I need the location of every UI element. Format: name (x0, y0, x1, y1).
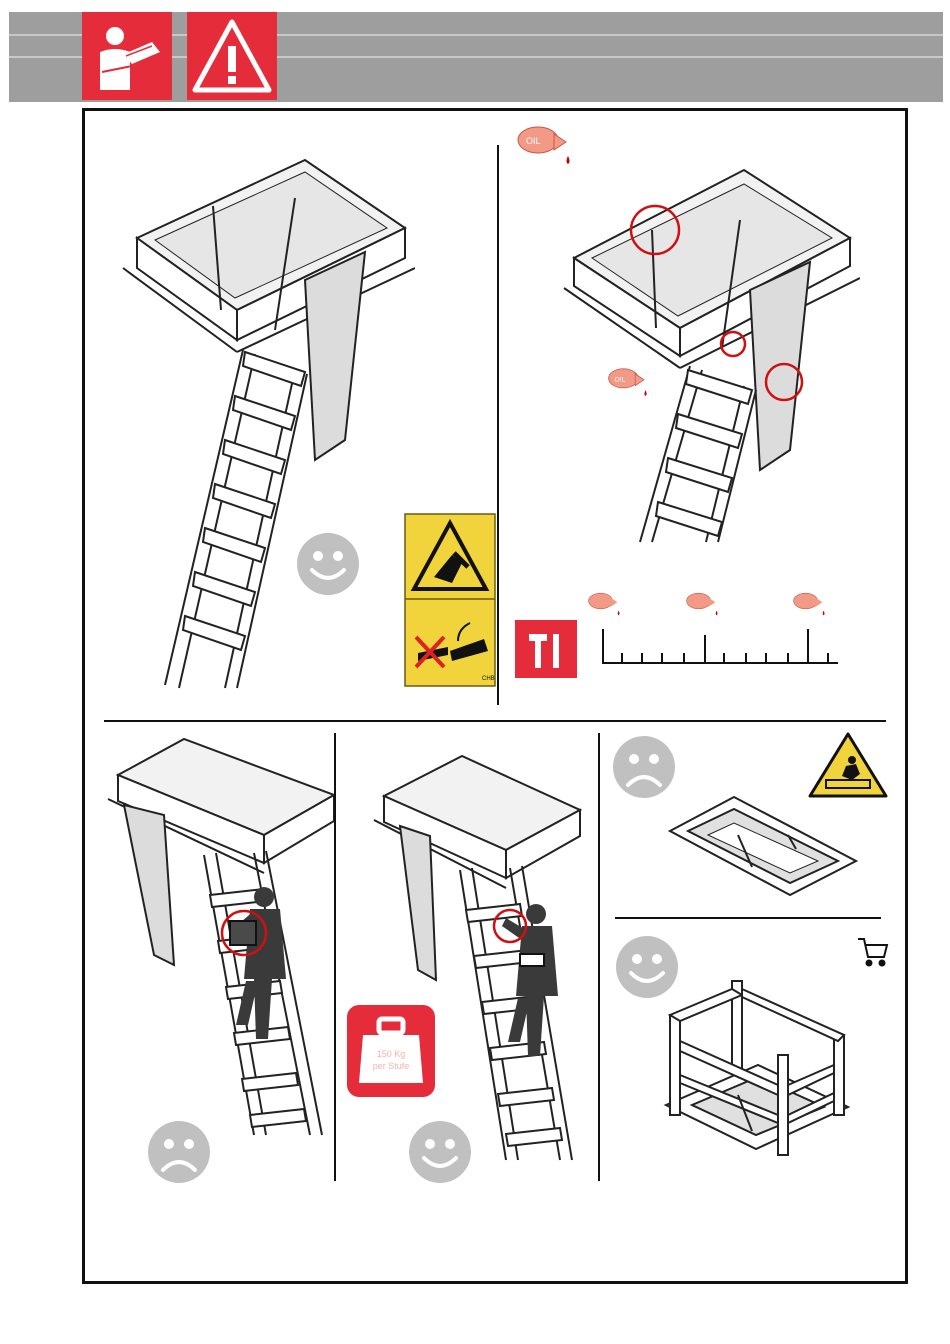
divider-vertical (334, 733, 336, 1181)
read-manual-icon (82, 12, 172, 100)
oil-label: OIL (526, 136, 541, 146)
label-code: CHB (482, 676, 495, 682)
divider-vertical (497, 145, 499, 705)
oil-bottle-icon (683, 590, 725, 618)
safety-railing-illustration (662, 975, 852, 1165)
maintenance-timeline (600, 625, 842, 669)
crush-hazard-label: CHB (404, 513, 496, 687)
weight-unit: per Stufe (373, 1061, 410, 1071)
fall-hazard-warning-icon (808, 730, 888, 800)
divider-horizontal (104, 720, 886, 722)
weight-limit-icon: 150 Kg per Stufe (347, 1005, 435, 1097)
oil-bottle-icon: OIL (604, 365, 656, 399)
oil-bottle-icon (585, 590, 627, 618)
ladder-handrail-illustration (370, 750, 590, 1170)
oil-label: OIL (614, 376, 625, 383)
ladder-illustration (115, 140, 415, 700)
ladder-lubrication-illustration (560, 150, 860, 545)
divider-vertical (598, 733, 600, 1181)
oil-bottle-icon (790, 590, 832, 618)
ladder-carrying-illustration (104, 735, 334, 1155)
warning-triangle-icon (187, 12, 277, 100)
sad-face-icon (612, 735, 676, 799)
open-hatch-illustration (668, 795, 858, 900)
happy-face-icon (296, 532, 360, 596)
hammer-screwdriver-icon (515, 620, 577, 678)
divider-horizontal (615, 917, 881, 919)
happy-face-icon (408, 1120, 472, 1184)
weight-value: 150 Kg (377, 1049, 406, 1059)
sad-face-icon (147, 1120, 211, 1184)
shopping-cart-icon (856, 935, 890, 969)
